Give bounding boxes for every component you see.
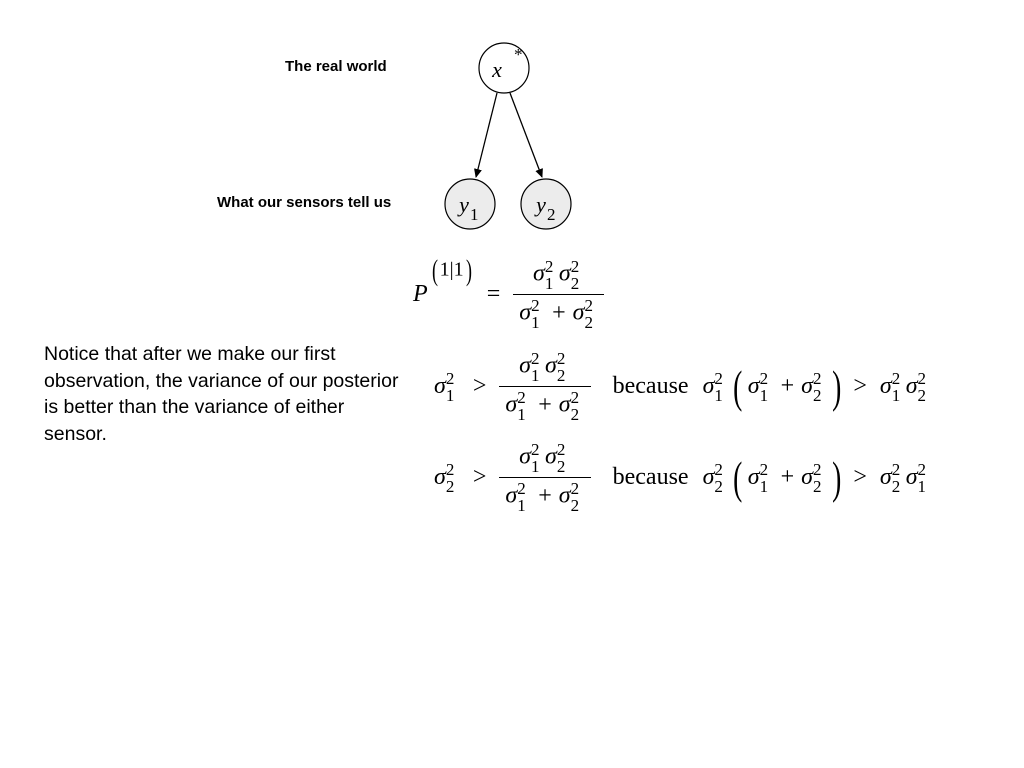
equals-sign: = [486,281,501,307]
node-x-var: x [491,57,502,82]
node-y2: y 2 [520,178,572,230]
edge-x-to-y1 [474,92,498,178]
node-y1: y 1 [444,178,496,230]
node-x-superscript: * [514,45,523,64]
node-y2-subscript: 2 [547,205,556,224]
p-superscript: (1|1) [431,254,472,287]
edge-x-to-y2 [509,92,543,178]
node-x-star: x * [478,42,530,94]
because-word: because [612,373,689,399]
node-y2-var: y [534,192,546,217]
p-symbol: P [413,281,428,307]
node-y1-var: y [457,192,469,217]
sensors-label: What our sensors tell us [217,194,392,211]
notice-paragraph: Notice that after we make our first obse… [44,343,399,445]
bayes-network-diagram: x * y 1 y 2 [444,42,572,230]
greater-sign: > [472,373,487,399]
real-world-label: The real world [285,58,387,75]
because-word: because [612,464,689,490]
greater-sign: > [472,464,487,490]
node-y1-subscript: 1 [470,205,479,224]
